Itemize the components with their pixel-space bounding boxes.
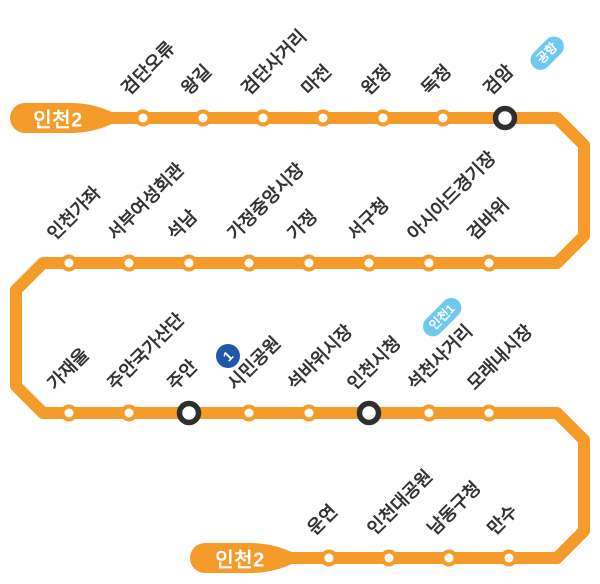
station-dot bbox=[440, 549, 458, 567]
transfer-line-badge: 1 bbox=[216, 344, 240, 368]
terminal-badge-label-start: 인천2 bbox=[33, 109, 83, 132]
station-dot bbox=[420, 254, 438, 272]
transfer-line-badge-label: 1 bbox=[219, 347, 237, 365]
station-dot bbox=[60, 404, 78, 422]
station-dot bbox=[314, 109, 332, 127]
station-dot bbox=[240, 404, 258, 422]
station-dot bbox=[434, 109, 452, 127]
terminal-badge-label-end: 인천2 bbox=[215, 549, 265, 572]
station-dot bbox=[374, 109, 392, 127]
station-dot bbox=[240, 254, 258, 272]
station-dot bbox=[60, 254, 78, 272]
station-dot bbox=[320, 549, 338, 567]
station-dot bbox=[300, 254, 318, 272]
station-dot bbox=[480, 254, 498, 272]
station-dot-transfer bbox=[492, 105, 518, 131]
line-path bbox=[10, 112, 590, 564]
station-dot bbox=[300, 404, 318, 422]
station-dot bbox=[380, 549, 398, 567]
station-dot bbox=[120, 254, 138, 272]
station-dot-transfer bbox=[176, 400, 202, 426]
station-dot bbox=[134, 109, 152, 127]
station-dot bbox=[360, 254, 378, 272]
station-dot bbox=[500, 549, 518, 567]
station-dots bbox=[60, 105, 518, 567]
station-dot bbox=[120, 404, 138, 422]
station-dot bbox=[480, 404, 498, 422]
station-dot bbox=[254, 109, 272, 127]
station-dot-transfer bbox=[356, 400, 382, 426]
station-dot bbox=[180, 254, 198, 272]
station-dot bbox=[420, 404, 438, 422]
station-dot bbox=[194, 109, 212, 127]
terminal-pill-end bbox=[190, 543, 294, 573]
terminal-pill-start bbox=[10, 103, 114, 133]
